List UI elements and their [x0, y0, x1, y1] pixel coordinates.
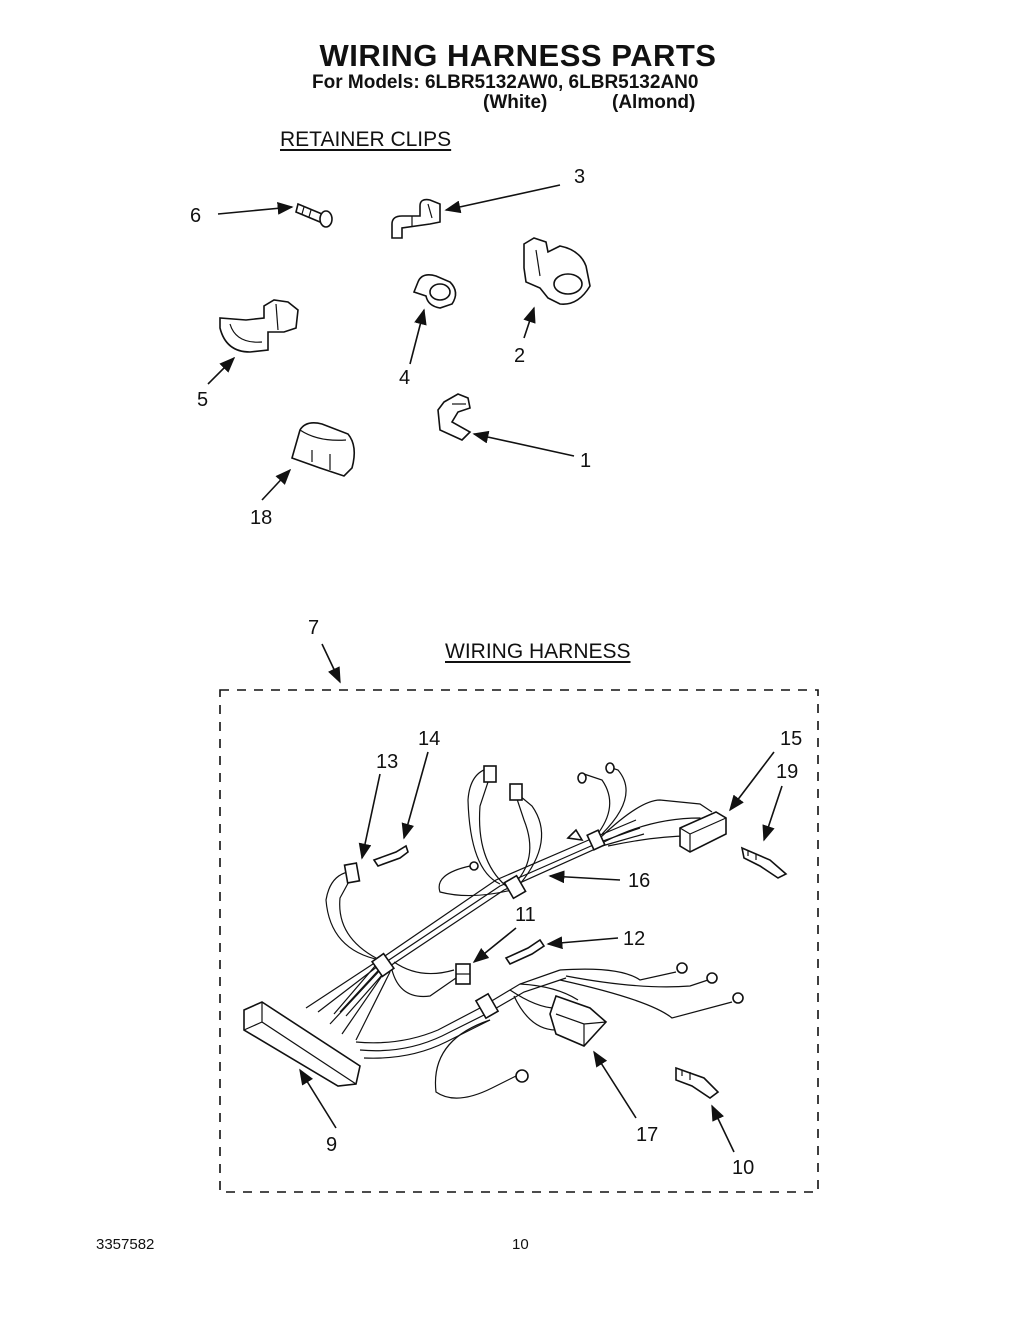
- leader-5: [207, 356, 236, 385]
- part-5-u-clip: [219, 299, 299, 353]
- part-3-hook-clip: [391, 198, 441, 239]
- harness-wires: [305, 765, 733, 1099]
- callout-3: 3: [574, 166, 586, 188]
- callout-7: 7: [308, 617, 320, 639]
- document-number: 3357582: [96, 1236, 155, 1253]
- callout-11: 11: [515, 904, 536, 926]
- part-14-terminal: [372, 844, 409, 867]
- leader-14: [401, 751, 429, 840]
- callout-19: 19: [776, 761, 799, 783]
- callout-10: 10: [732, 1157, 755, 1179]
- leader-19: [762, 785, 783, 842]
- ring-terminal-b: [605, 762, 615, 774]
- callout-2: 2: [514, 345, 526, 367]
- leader-2: [523, 306, 536, 339]
- page-number: 10: [512, 1236, 529, 1253]
- part-9-main-connector: [243, 1001, 361, 1087]
- part-1-bracket-clip: [437, 393, 472, 441]
- part-18-sleeve: [291, 422, 356, 477]
- page-title: WIRING HARNESS PARTS: [319, 38, 717, 73]
- leader-9: [299, 1068, 337, 1129]
- callout-18: 18: [250, 507, 273, 529]
- part-11-connector: [455, 963, 471, 985]
- leader-11: [472, 927, 517, 964]
- leader-1: [472, 430, 575, 457]
- leader-3: [444, 184, 561, 214]
- leader-17: [593, 1050, 637, 1119]
- part-17-connector: [549, 994, 608, 1047]
- upper-plug-b: [509, 783, 523, 801]
- callout-13: 13: [376, 751, 399, 773]
- callout-6: 6: [190, 205, 202, 227]
- leader-4: [409, 308, 427, 365]
- color-white-label: (White): [483, 92, 548, 113]
- callout-9: 9: [326, 1134, 338, 1156]
- leader-7: [321, 643, 341, 684]
- upper-plug-a: [483, 765, 497, 783]
- harness-dashed-border: [219, 689, 819, 1193]
- leader-12: [546, 936, 619, 950]
- part-4-ring-clip: [412, 274, 457, 309]
- part-2-clamp-clip: [523, 237, 591, 305]
- ring-terminal-c: [469, 861, 479, 871]
- callout-1: 1: [580, 450, 592, 472]
- callout-17: 17: [636, 1124, 659, 1146]
- part-15-connector: [679, 811, 727, 853]
- callout-12: 12: [623, 928, 646, 950]
- ring-terminal-f: [732, 992, 744, 1004]
- part-12-terminal: [504, 938, 546, 966]
- ring-terminal-e: [706, 972, 718, 984]
- leader-6: [217, 201, 294, 215]
- color-almond-label: (Almond): [612, 92, 696, 113]
- part-19-terminal: [740, 846, 788, 879]
- callout-4: 4: [399, 367, 411, 389]
- harness-sleeves: [370, 828, 606, 1020]
- ring-terminal-a: [577, 772, 587, 784]
- leader-13: [358, 773, 381, 860]
- callout-5: 5: [197, 389, 209, 411]
- part-13-plug: [343, 862, 361, 884]
- leader-16: [548, 870, 621, 884]
- callout-16: 16: [628, 870, 651, 892]
- part-10-terminal: [675, 1066, 720, 1099]
- ring-terminal-d: [676, 962, 688, 974]
- retainer-clips-heading: RETAINER CLIPS: [280, 128, 452, 151]
- part-6-retainer-pin: [295, 202, 333, 228]
- leader-10: [711, 1104, 735, 1153]
- leader-18: [261, 468, 292, 501]
- leader-15: [729, 751, 775, 812]
- wiring-harness-heading: WIRING HARNESS: [445, 640, 631, 663]
- callout-14: 14: [418, 728, 441, 750]
- models-line: For Models: 6LBR5132AW0, 6LBR5132AN0: [312, 72, 699, 93]
- callout-15: 15: [780, 728, 803, 750]
- ground-ring-terminal: [515, 1069, 529, 1083]
